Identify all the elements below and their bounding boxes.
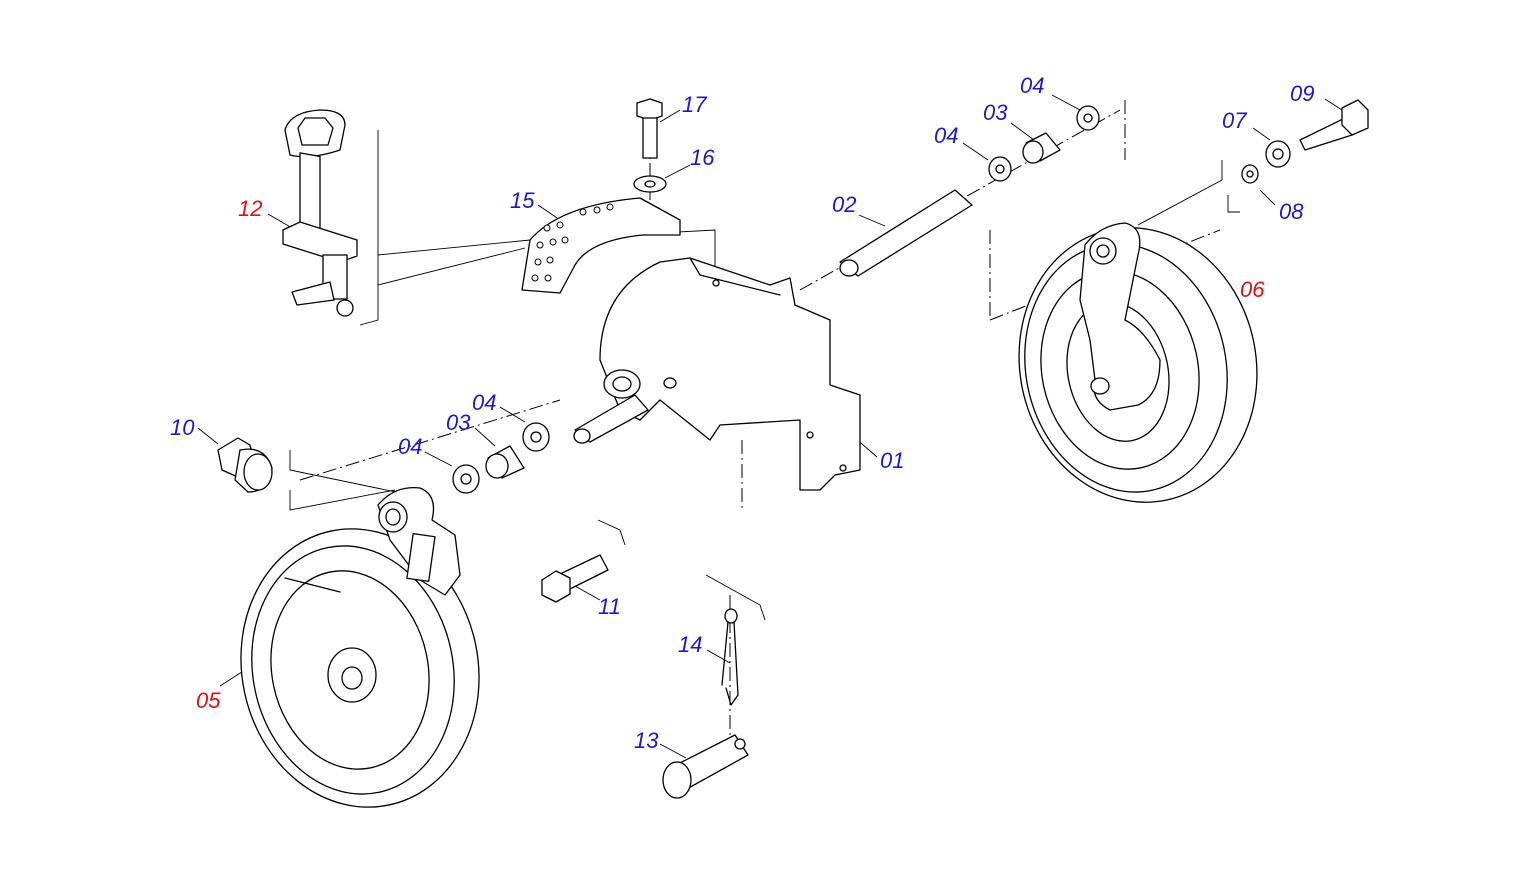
part-06-wheel	[1018, 222, 1258, 503]
callout-17: 17	[682, 92, 707, 117]
callout-11: 11	[598, 594, 621, 619]
part-10-plug	[217, 437, 273, 493]
callout-04-upper: 04	[1020, 73, 1044, 98]
callout-07: 07	[1222, 108, 1247, 133]
callout-10: 10	[170, 415, 195, 440]
part-14-cotter-pin	[721, 608, 739, 706]
part-07-washer	[1265, 140, 1291, 168]
callout-02: 02	[832, 192, 856, 217]
callout-09: 09	[1290, 81, 1314, 106]
part-05-wheel	[240, 486, 480, 808]
part-16-washer	[633, 175, 667, 193]
callout-03-upper: 03	[983, 100, 1008, 125]
part-04-washer-upper	[1076, 105, 1100, 131]
part-03-spacer-lower	[485, 445, 525, 479]
callout-labels: 01 02 03 04 04 07 08 09 06 17 16 15 12 1…	[170, 73, 1314, 753]
callout-01: 01	[880, 448, 904, 473]
callout-16: 16	[690, 145, 715, 170]
part-17-bolt	[636, 98, 663, 159]
callout-14: 14	[678, 632, 702, 657]
part-15-scraper	[521, 197, 681, 294]
callout-04-left-outer: 04	[398, 434, 422, 459]
part-12-lock-pin	[282, 109, 358, 317]
callout-13: 13	[634, 728, 659, 753]
part-04-washer-left-inner	[522, 422, 550, 452]
callout-06: 06	[1240, 277, 1265, 302]
axle-left	[573, 394, 649, 444]
part-02-axle	[839, 189, 973, 277]
callout-04-mid: 04	[934, 123, 958, 148]
part-11-bolt	[541, 554, 609, 603]
callout-08: 08	[1279, 199, 1304, 224]
callout-12: 12	[238, 196, 262, 221]
part-08-washer	[1241, 164, 1259, 184]
part-01-bracket	[599, 257, 861, 491]
callout-05: 05	[196, 688, 221, 713]
callout-03-lower: 03	[446, 410, 471, 435]
part-13-clevis-pin	[662, 734, 749, 799]
part-04-washer-mid	[988, 156, 1012, 182]
part-03-spacer-upper	[1022, 132, 1061, 164]
part-04-washer-left-outer	[452, 464, 480, 494]
part-09-bolt	[1299, 99, 1369, 151]
callout-15: 15	[510, 188, 535, 213]
callout-04-left-inner: 04	[472, 390, 496, 415]
